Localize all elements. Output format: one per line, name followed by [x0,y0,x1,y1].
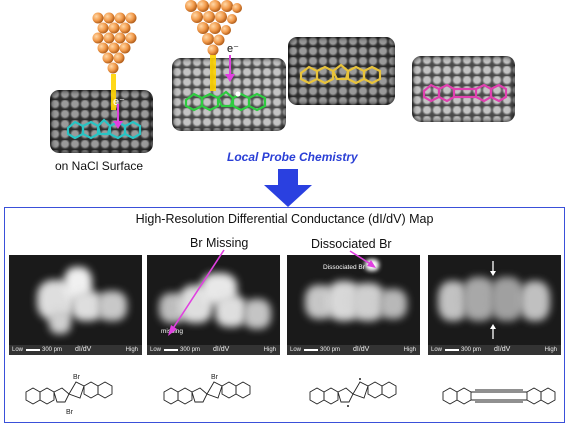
structure-diradical [309,378,397,407]
stm-tip-1 [92,12,137,110]
dissociated-br-small-label: Dissociated Br [323,264,365,271]
electron-label-2: e⁻ [227,43,239,55]
scalebar-1: Low 300 pm dI/dV High [9,345,142,355]
structure-alkyne-ring [442,387,556,405]
structure-monobromo: Br [163,374,251,405]
molecule-green [184,90,267,112]
nacl-surface-3 [288,37,395,105]
stm-tip-2 [185,0,242,91]
electron-arrow-2 [225,55,235,82]
didv-panel-3: Dissociated Br Low 300 pm dI/dV High [287,255,420,355]
electron-label-1: e⁻ [113,96,125,108]
molecule-yellow [299,63,382,85]
didv-panel-2: missing Low 300 pm dI/dV High [147,255,280,355]
pointer-arrow-dissociated [349,250,376,268]
arrow-up-bottom-icon [490,324,496,339]
pointer-arrow-missing [168,249,225,336]
electron-arrow-1 [113,104,123,129]
didv-panel-1: Low 300 pm dI/dV High [9,255,142,355]
br-atom-top: Br [73,374,81,381]
dissociated-br-label: Dissociated Br [311,237,392,251]
didv-panel-4: Low 300 pm dI/dV High [428,255,561,355]
conductance-map-frame: High-Resolution Differential Conductance… [4,207,565,423]
br-atom-bottom: Br [66,409,74,416]
map-title: High-Resolution Differential Conductance… [135,212,434,226]
br-atom: Br [211,374,219,381]
arrow-down-top-icon [490,261,496,276]
on-nacl-caption: on NaCl Surface [55,159,144,173]
structure-dibromo: Br Br [25,374,113,416]
local-probe-chemistry-caption: Local Probe Chemistry [227,150,358,164]
br-missing-label: Br Missing [190,236,249,250]
scalebar-2: Low 300 pm dI/dV High [147,345,280,355]
scalebar-4: Low 300 pm dI/dV High [428,345,561,355]
down-arrow-icon [264,169,312,207]
scalebar-3: Low 300 pm dI/dV High [287,345,420,355]
molecule-magenta [422,83,508,103]
